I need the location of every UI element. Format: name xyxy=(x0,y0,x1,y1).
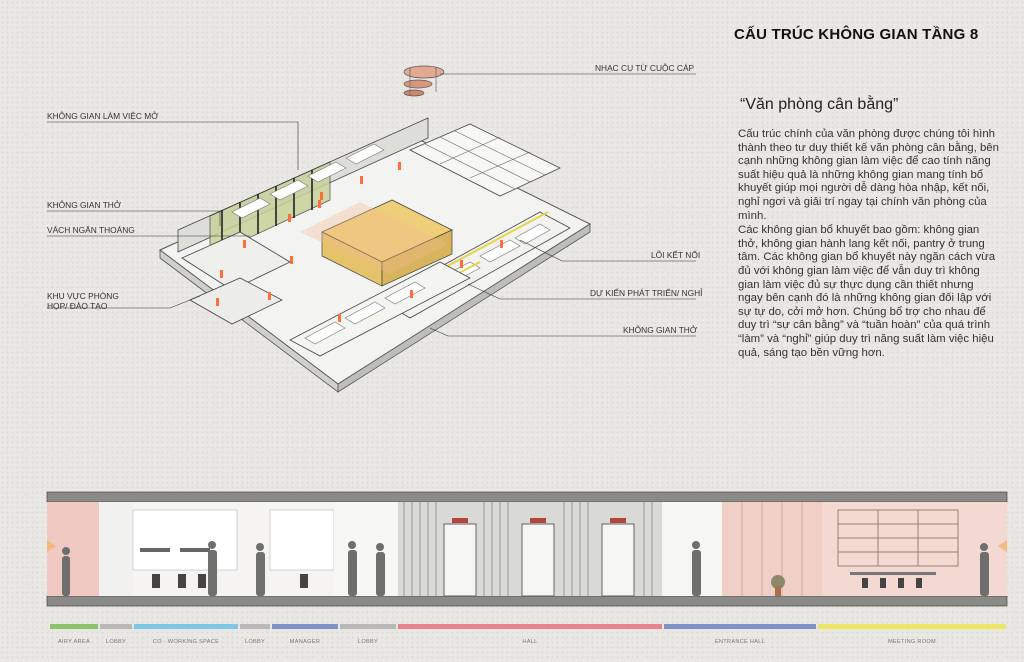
coworking-screen-2 xyxy=(180,548,210,552)
people-silhouettes xyxy=(62,541,989,596)
callout-future-development: DỰ KIẾN PHÁT TRIỂN/ NGHỈ xyxy=(590,288,703,298)
callout-instrument: NHẠC CỤ TỪ CUỘC CÁP xyxy=(595,63,695,73)
description-paragraph-1: Cấu trúc chính của văn phòng được chúng … xyxy=(738,128,999,222)
manager-wall xyxy=(269,509,335,571)
callout-breathing-space-right: KHÔNG GIAN THỞ xyxy=(623,325,698,335)
elevator-doors xyxy=(443,523,635,597)
zone-label-lobby-2: LOBBY xyxy=(244,639,266,645)
room-grid-top xyxy=(424,130,546,190)
zone-label-lobby-1: LOBBY xyxy=(105,639,127,645)
elevator-indicators xyxy=(452,518,626,523)
zone-label-coworking: CO - WORKING SPACE xyxy=(152,639,220,645)
zone-bar-hall xyxy=(398,624,662,629)
zone-label-hall: HALL xyxy=(522,639,538,645)
meeting-table xyxy=(850,572,936,575)
meeting-shelves xyxy=(837,509,959,567)
coworking-wall xyxy=(132,509,238,571)
lobby-wall-1 xyxy=(99,502,133,596)
airy-area-wall xyxy=(47,502,99,596)
zone-bar-manager xyxy=(272,624,338,629)
callout-breathing-space-left: KHÔNG GIAN THỞ xyxy=(47,200,122,210)
hanging-instrument-icon xyxy=(403,65,445,97)
callout-meeting-room-line1: KHU VỰC PHÒNG xyxy=(47,291,119,301)
description: Cấu trúc chính của văn phòng được chúng … xyxy=(738,128,1000,360)
zone-bar-meeting xyxy=(818,624,1006,629)
zone-bar-lobby-1 xyxy=(100,624,132,629)
leader-lines xyxy=(47,73,696,337)
callout-meeting-room-line2: HỌP/ ĐÀO TẠO xyxy=(47,301,108,311)
zone-bar-lobby-2 xyxy=(240,624,270,629)
zone-label-meeting-room: MEETING ROOM xyxy=(887,639,937,645)
callout-partition: VÁCH NGĂN THOÁNG xyxy=(47,225,135,235)
meeting-room-2 xyxy=(189,277,283,325)
meeting-room-wall xyxy=(822,502,1007,596)
left-wing-desks xyxy=(231,143,385,219)
plant-icon xyxy=(771,575,785,596)
hall-stripes xyxy=(403,502,653,596)
lower-wing-desks xyxy=(304,281,426,345)
floor-slab-edge-right xyxy=(337,223,591,393)
floor-slab-section xyxy=(46,595,1008,607)
chairs xyxy=(152,574,922,588)
callout-core: LÕI KẾT NỐI xyxy=(651,250,701,260)
zone-label-airy: AIRY AREA xyxy=(57,639,91,645)
pantry-wall-right xyxy=(381,229,453,287)
zone-bar-airy xyxy=(50,624,98,629)
core-highlight xyxy=(300,202,448,274)
callout-open-workspace: KHÔNG GIAN LÀM VIỆC MỞ xyxy=(47,111,159,121)
zone-bars xyxy=(50,624,1006,629)
zone-bar-coworking xyxy=(134,624,238,629)
subtitle: “Văn phòng cân bằng” xyxy=(740,96,899,113)
page-title: CẤU TRÚC KHÔNG GIAN TẦNG 8 xyxy=(734,26,979,43)
coworking-screen xyxy=(140,548,170,552)
zone-label-manager: MANAGER xyxy=(289,639,321,645)
zone-bar-lobby-3 xyxy=(340,624,396,629)
orange-accents xyxy=(216,162,503,322)
zone-bar-entrance xyxy=(664,624,816,629)
wall-lamps xyxy=(47,540,1007,552)
zone-label-lobby-3: LOBBY xyxy=(357,639,379,645)
lobby-3 xyxy=(334,502,398,596)
description-paragraph-2: Các không gian bổ khuyết bao gồm: không … xyxy=(738,224,996,359)
ceiling-slab xyxy=(46,491,1008,503)
zone-label-entrance-hall: ENTRANCE HALL xyxy=(714,639,766,645)
